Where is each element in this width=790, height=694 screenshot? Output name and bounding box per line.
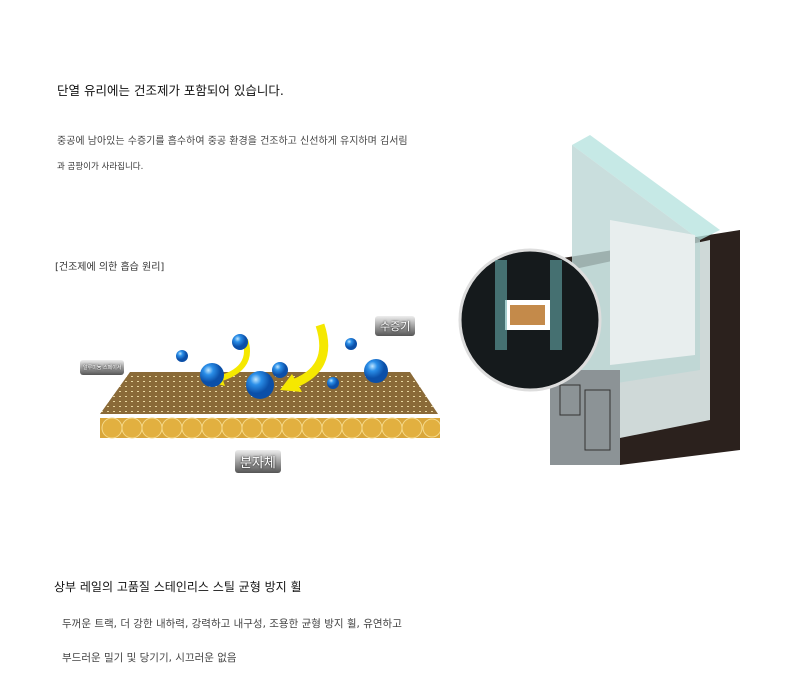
wheel-desc-line1: 두꺼운 트랙, 더 강한 내하력, 강력하고 내구성, 조용한 균형 방지 휠,… (62, 618, 402, 630)
glass-pane-edge (572, 135, 720, 240)
desiccant-desc-line2: 과 곰팡이가 사라집니다. (57, 162, 144, 172)
window-profile-illustration (458, 135, 740, 465)
molecule-beads (100, 417, 442, 439)
vapor-label: 수증기 (375, 316, 416, 336)
wheel-desc-line2: 부드러운 밀기 및 당기기, 시끄러운 없음 (62, 652, 237, 664)
window-profile-image (450, 130, 750, 474)
water-droplets (176, 334, 388, 399)
absorption-illustration (100, 323, 442, 439)
wheel-title: 상부 레일의 고품질 스테인리스 스틸 균형 방지 휠 (54, 580, 302, 594)
diagram-caption: [건조제에 의한 흡습 원리] (55, 262, 165, 273)
desiccant-fill (510, 305, 545, 325)
absorption-diagram: 수증기 알루미늄 스페이서 분자체 (70, 310, 442, 484)
desiccant-desc-line1: 중공에 남아있는 수증기를 흡수하여 중공 환경을 건조하고 신선하게 유지하며… (57, 136, 408, 147)
molecule-label: 분자체 (235, 450, 281, 473)
spacer-label: 알루미늄 스페이서 (80, 360, 125, 375)
desiccant-title: 단열 유리에는 건조제가 포함되어 있습니다. (57, 83, 284, 98)
